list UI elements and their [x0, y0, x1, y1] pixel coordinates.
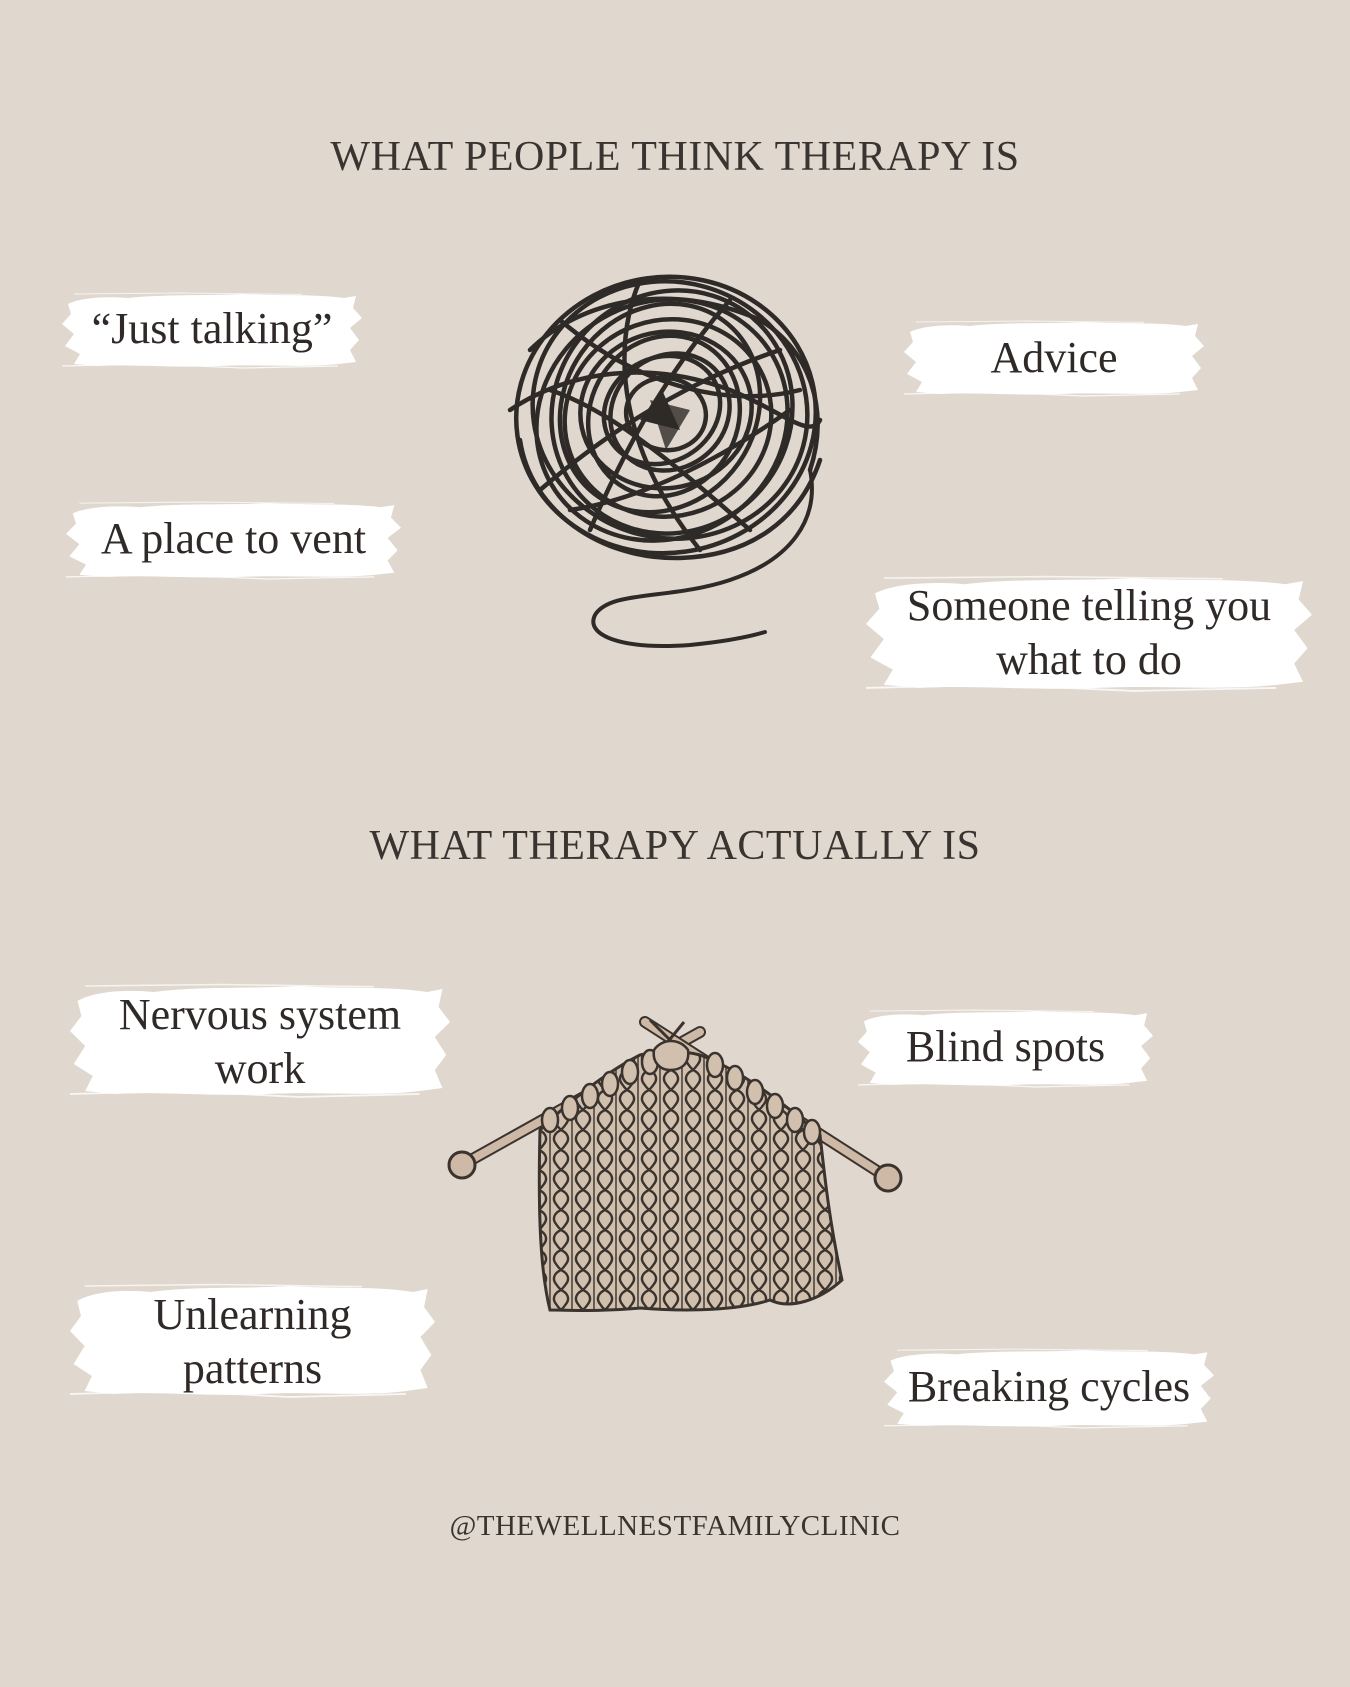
top-section-title: WHAT PEOPLE THINK THERAPY IS — [330, 134, 1020, 180]
bottom-section-title: WHAT THERAPY ACTUALLY IS — [369, 823, 981, 869]
tag-breaking-cycles: Breaking cycles — [884, 1346, 1214, 1430]
tag-label-line-1: Someone telling you — [906, 581, 1272, 630]
tag-label: Blind spots — [905, 1022, 1106, 1071]
tag-label: A place to vent — [100, 514, 367, 563]
tag-blind-spots: Blind spots — [858, 1007, 1153, 1089]
tag-nervous-system-work: Nervous system work — [70, 980, 450, 1100]
tag-unlearning-patterns: Unlearning patterns — [70, 1280, 435, 1400]
tag-label-line-2: work — [214, 1044, 306, 1093]
tag-someone-telling-you: Someone telling you what to do — [866, 572, 1312, 694]
tag-label-line-1: Unlearning — [153, 1290, 352, 1339]
tag-label-line-1: Nervous system — [118, 990, 402, 1039]
tag-label: Advice — [990, 333, 1118, 382]
tag-label: “Just talking” — [91, 304, 333, 353]
knitting-needles-icon — [447, 1016, 903, 1312]
tag-label-line-2: what to do — [996, 635, 1182, 684]
tangled-yarn-icon — [507, 274, 823, 648]
tag-just-talking: “Just talking” — [62, 290, 362, 370]
tag-place-to-vent: A place to vent — [66, 499, 401, 581]
account-handle: @THEWELLNESTFAMILYCLINIC — [449, 1510, 901, 1542]
tag-label: Breaking cycles — [907, 1362, 1191, 1411]
tag-label-line-2: patterns — [182, 1344, 323, 1393]
tag-advice: Advice — [904, 318, 1204, 398]
